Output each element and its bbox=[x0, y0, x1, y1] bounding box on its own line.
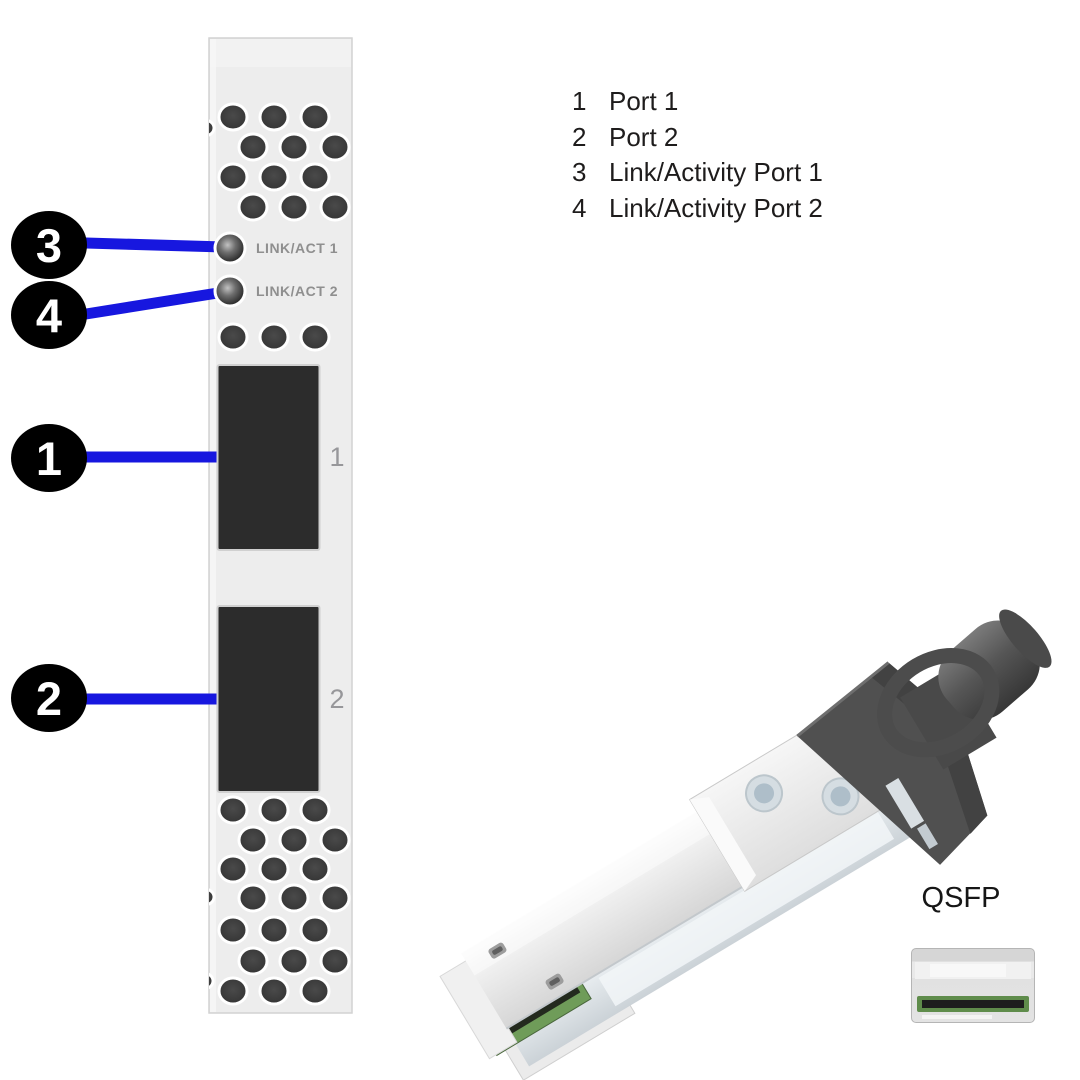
callout-3-number: 3 bbox=[36, 219, 62, 272]
callout-4-bubble bbox=[11, 281, 87, 349]
transceiver-block-bevel bbox=[689, 797, 757, 892]
led-2-label: LINK/ACT 2 bbox=[256, 283, 338, 299]
legend-label-3: Link/Activity Port 1 bbox=[609, 157, 823, 187]
faceplate-top-strip bbox=[210, 39, 351, 67]
vent-hole bbox=[299, 854, 331, 884]
qsfp-front-view-icon bbox=[911, 948, 1035, 1023]
vent-hole bbox=[278, 883, 310, 913]
vent-hole bbox=[209, 119, 216, 137]
transceiver-latch bbox=[885, 777, 925, 829]
legend-row-3: 3 Link/Activity Port 1 bbox=[572, 155, 823, 191]
vent-hole bbox=[217, 322, 249, 352]
faceplate-diagram: LINK/ACT 1 LINK/ACT 2 1 2 3 4 1 2 bbox=[11, 37, 353, 1014]
legend-row-4: 4 Link/Activity Port 2 bbox=[572, 191, 823, 227]
qsfp-transceiver-render bbox=[439, 609, 1052, 1080]
vent-hole bbox=[217, 162, 249, 192]
callout-3-line bbox=[80, 237, 230, 253]
vent-hole bbox=[209, 888, 216, 906]
vent-hole bbox=[258, 976, 290, 1006]
vent-hole bbox=[217, 915, 249, 945]
faceplate-left-highlight bbox=[210, 39, 216, 1012]
vent-hole bbox=[237, 192, 269, 222]
vent-hole bbox=[217, 854, 249, 884]
callout-bubbles: 3 4 1 2 bbox=[11, 211, 87, 732]
qsfp-transceiver-image bbox=[439, 609, 1052, 1080]
legend-num-3: 3 bbox=[572, 157, 587, 187]
led-link-act-2 bbox=[213, 274, 247, 308]
transceiver-latch-lower bbox=[917, 823, 938, 850]
legend-label-2: Port 2 bbox=[609, 121, 679, 152]
vent-hole bbox=[299, 322, 331, 352]
vent-hole bbox=[237, 132, 269, 162]
callout-4-line bbox=[80, 286, 230, 320]
legend: 1 Port 1 2 Port 2 3 Link/Activity Port 1… bbox=[572, 84, 823, 226]
port-1-number: 1 bbox=[329, 442, 344, 472]
callout-4-number: 4 bbox=[36, 289, 62, 342]
vent-hole bbox=[258, 915, 290, 945]
qsfp-icon-connector-slot bbox=[922, 1000, 1024, 1008]
vent-hole bbox=[217, 976, 249, 1006]
vent-hole bbox=[237, 825, 269, 855]
callout-3-bubble bbox=[11, 211, 87, 279]
vent-hole bbox=[209, 972, 215, 990]
callout-1-number: 1 bbox=[36, 432, 62, 485]
vent-hole bbox=[299, 795, 331, 825]
transceiver-pull-tab bbox=[796, 609, 1052, 865]
vent-hole bbox=[217, 795, 249, 825]
vent-hole bbox=[319, 946, 351, 976]
vent-hole bbox=[217, 102, 249, 132]
transceiver-pcb-contacts bbox=[491, 984, 581, 1043]
callout-2-bubble bbox=[11, 664, 87, 732]
vent-hole bbox=[237, 946, 269, 976]
legend-row-2: 2 Port 2 bbox=[572, 120, 823, 156]
vent-hole bbox=[319, 825, 351, 855]
legend-label-1: Port 1 bbox=[609, 86, 679, 116]
callout-1-bubble bbox=[11, 424, 87, 492]
vent-hole bbox=[258, 322, 290, 352]
qsfp-icon-band-highlight bbox=[930, 964, 1006, 977]
vent-hole bbox=[319, 132, 351, 162]
vent-hole bbox=[278, 192, 310, 222]
port-2-number: 2 bbox=[329, 684, 344, 714]
qsfp-port-2 bbox=[216, 605, 321, 793]
vent-hole bbox=[299, 915, 331, 945]
legend-label-4: Link/Activity Port 2 bbox=[609, 192, 823, 223]
qsfp-icon-bottom-strip bbox=[922, 1015, 992, 1019]
vent-hole bbox=[237, 883, 269, 913]
vent-hole bbox=[319, 883, 351, 913]
vent-hole bbox=[278, 946, 310, 976]
qsfp-icon-connector bbox=[917, 996, 1029, 1012]
vent-hole bbox=[299, 162, 331, 192]
vent-hole bbox=[258, 162, 290, 192]
vent-hole bbox=[258, 854, 290, 884]
ventilation-holes bbox=[209, 102, 351, 1006]
transceiver-notches bbox=[488, 942, 564, 990]
led-1-label: LINK/ACT 1 bbox=[256, 240, 338, 256]
transceiver-pull-ring bbox=[877, 648, 1000, 758]
vent-hole bbox=[319, 192, 351, 222]
vent-hole bbox=[258, 795, 290, 825]
callout-2-number: 2 bbox=[36, 672, 62, 725]
transceiver-side-inset bbox=[598, 810, 895, 1007]
vent-hole bbox=[299, 102, 331, 132]
qsfp-port-1 bbox=[216, 364, 321, 551]
legend-num-4: 4 bbox=[572, 192, 587, 223]
qsfp-caption: QSFP bbox=[921, 882, 1001, 914]
legend-row-1: 1 Port 1 bbox=[572, 84, 823, 120]
led-link-act-1 bbox=[213, 231, 247, 265]
vent-hole bbox=[299, 976, 331, 1006]
legend-num-2: 2 bbox=[572, 121, 587, 152]
vent-hole bbox=[278, 825, 310, 855]
legend-num-1: 1 bbox=[572, 86, 587, 116]
vent-hole bbox=[258, 102, 290, 132]
transceiver-screws bbox=[745, 774, 860, 816]
vent-hole bbox=[278, 132, 310, 162]
